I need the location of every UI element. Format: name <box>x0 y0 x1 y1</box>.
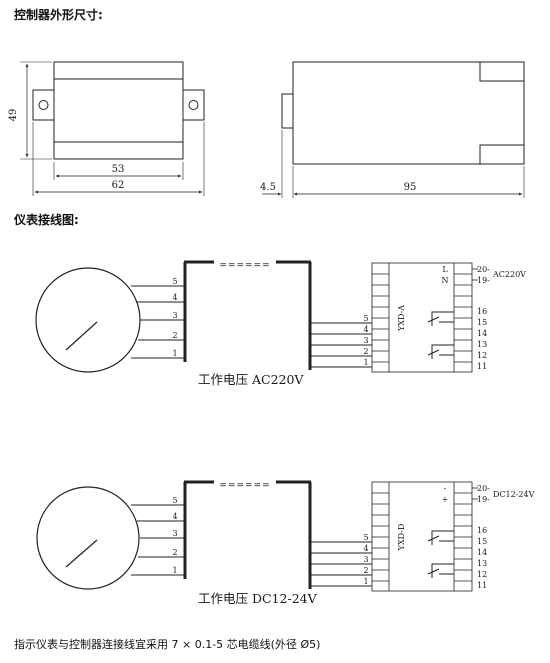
meter-pin-label: 1 <box>172 349 177 358</box>
terminal-label: 16 <box>477 526 487 535</box>
meter-pin-label: 4 <box>172 293 177 302</box>
wiring-heading: 仪表接线图: <box>14 213 79 227</box>
working-voltage-caption-a: 工作电压 AC220V <box>198 372 304 387</box>
side-view <box>262 61 525 198</box>
terminal-label: 11 <box>477 362 487 371</box>
right-terminal-strip-d <box>454 492 472 582</box>
left-mount-hole <box>38 100 49 110</box>
cable-gap-marker: ====== <box>219 261 270 271</box>
wiring-diagram-d: 5 4 3 2 1 ====== 5 4 3 2 1 <box>36 480 535 606</box>
supply-label-a: AC220V <box>492 270 526 279</box>
wiring-diagram-a: 5 4 3 2 1 ====== 5 4 3 2 1 <box>35 260 526 387</box>
controller-pin-label: 2 <box>363 566 368 575</box>
left-terminal-strip-d <box>372 492 389 582</box>
knob-label: 4.5 <box>260 182 276 193</box>
terminal-label: 14 <box>477 329 487 338</box>
hole-spacing-label: 53 <box>112 164 125 175</box>
controller-model-a: YXD-A <box>397 305 406 332</box>
side-knob <box>281 93 294 129</box>
meter-needle-a <box>65 321 98 351</box>
controller-pin-label: 3 <box>363 555 368 564</box>
controller-pin-label: 5 <box>363 533 368 542</box>
controller-pin-label: 1 <box>363 577 368 586</box>
controller-box-a <box>371 262 473 373</box>
power-input-label: + <box>442 495 449 504</box>
terminal-label: 12 <box>477 570 487 579</box>
meter-pin-label: 5 <box>172 496 177 505</box>
controller-pin-label: 3 <box>363 336 368 345</box>
terminal-label: 13 <box>477 340 487 349</box>
meter-pin-label: 2 <box>172 548 177 557</box>
power-input-label: N <box>442 276 449 285</box>
supply-label-d: DC12-24V <box>493 490 535 499</box>
meter-needle-d <box>65 539 98 568</box>
front-view <box>20 61 205 196</box>
terminal-label: 11 <box>477 581 487 590</box>
terminal-label: 16 <box>477 307 487 316</box>
right-mount-ear <box>182 89 205 121</box>
terminal-label: 19- <box>477 276 490 285</box>
meter-dial-d <box>36 486 140 590</box>
controller-pin-label: 4 <box>363 325 368 334</box>
working-voltage-caption-d: 工作电压 DC12-24V <box>198 591 318 606</box>
controller-box-d <box>371 481 473 592</box>
depth-label: 95 <box>404 182 417 193</box>
terminal-label: 12 <box>477 351 487 360</box>
controller-body-front <box>53 61 184 160</box>
controller-pin-label: 2 <box>363 347 368 356</box>
dimensions-heading: 控制器外形尺寸: <box>14 8 103 22</box>
relay-contacts-d <box>427 530 454 578</box>
meter-pin-label: 2 <box>172 331 177 340</box>
power-input-label: L <box>442 265 448 274</box>
power-input-label: - <box>444 484 447 493</box>
terminal-label: 15 <box>477 318 487 327</box>
left-mount-ear <box>32 89 55 121</box>
meter-pin-label: 3 <box>172 529 177 538</box>
terminal-label: 20- <box>477 484 490 493</box>
cable-spec-note: 指示仪表与控制器连接线宜采用 7 × 0.1-5 芯电缆线(外径 Ø5) <box>14 638 321 651</box>
terminal-label: 15 <box>477 537 487 546</box>
left-terminal-strip-a <box>372 273 389 363</box>
height-label: 49 <box>8 109 19 122</box>
controller-pin-label: 4 <box>363 544 368 553</box>
meter-pin-label: 1 <box>172 566 177 575</box>
controller-body-side <box>292 61 525 165</box>
relay-contacts-a <box>427 311 454 359</box>
side-top-tab <box>479 61 525 82</box>
terminal-label: 20- <box>477 265 490 274</box>
right-terminal-strip-a <box>454 273 472 363</box>
terminal-label: 13 <box>477 559 487 568</box>
cable-gap-marker: ====== <box>219 481 270 491</box>
meter-dial-a <box>35 267 141 373</box>
terminal-label: 19- <box>477 495 490 504</box>
meter-pin-label: 5 <box>172 277 177 286</box>
controller-pin-label: 1 <box>363 358 368 367</box>
side-bottom-tab <box>479 144 525 165</box>
right-mount-hole <box>188 100 199 110</box>
meter-pin-label: 3 <box>172 311 177 320</box>
controller-model-d: YXD-D <box>397 524 406 552</box>
meter-pin-label: 4 <box>172 512 177 521</box>
controller-pin-label: 5 <box>363 314 368 323</box>
base-width-label: 62 <box>112 180 125 191</box>
terminal-label: 14 <box>477 548 487 557</box>
